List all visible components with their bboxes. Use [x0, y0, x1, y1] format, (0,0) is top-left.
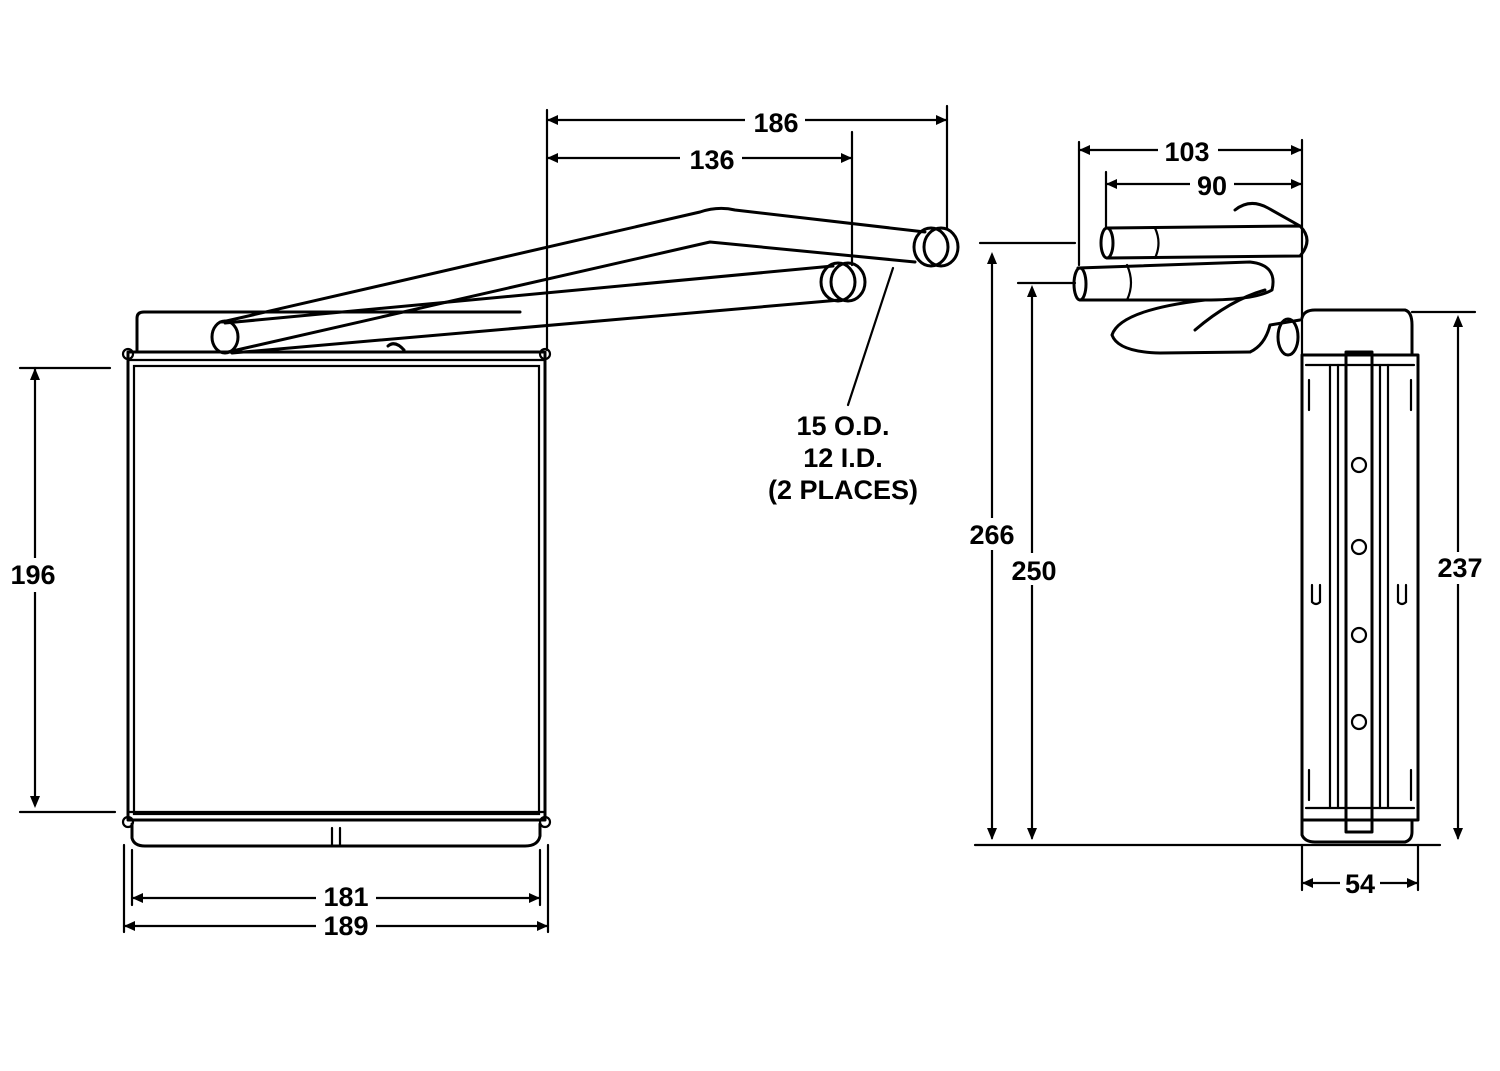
outlet-end-outer: [819, 261, 857, 303]
dim-depth: 54: [1345, 869, 1375, 899]
dim-core-height: 196: [10, 560, 55, 590]
dim-side-core-height: 250: [1011, 556, 1056, 586]
side-center-rail: [1344, 350, 1374, 834]
core-outline: [126, 350, 547, 822]
front-view: [121, 206, 960, 848]
note-od: 15 O.D.: [796, 411, 889, 441]
front-dimensions: 181 189 196 186 136: [5, 104, 949, 941]
bottom-tank: [130, 822, 542, 848]
top-header: [135, 310, 522, 352]
dimension-arrows: [30, 115, 1463, 931]
dim-inlet-offset: 186: [753, 108, 798, 138]
dim-outlet-offset: 136: [689, 145, 734, 175]
note-places: (2 PLACES): [768, 475, 918, 505]
dim-tank-height: 237: [1437, 553, 1482, 583]
inlet-end-outer: [912, 226, 950, 268]
side-top-tank: [1300, 308, 1414, 357]
note-id: 12 I.D.: [803, 443, 883, 473]
front-pipes: [210, 206, 960, 355]
side-view: [1072, 202, 1420, 844]
side-dimensions: 103 90 266 250 237 54: [962, 137, 1490, 899]
side-core-outline: [1300, 353, 1420, 822]
dim-pipe-reach-inner: 90: [1197, 171, 1227, 201]
pipe-note: 15 O.D. 12 I.D. (2 PLACES): [768, 266, 918, 505]
dim-overall-height: 266: [969, 520, 1014, 550]
core-inner-outline: [132, 364, 541, 816]
side-pipes: [1072, 202, 1309, 357]
dim-core-width: 181: [323, 882, 368, 912]
dim-overall-width: 189: [323, 911, 368, 941]
dim-pipe-reach: 103: [1164, 137, 1209, 167]
note-leader: [846, 266, 895, 407]
